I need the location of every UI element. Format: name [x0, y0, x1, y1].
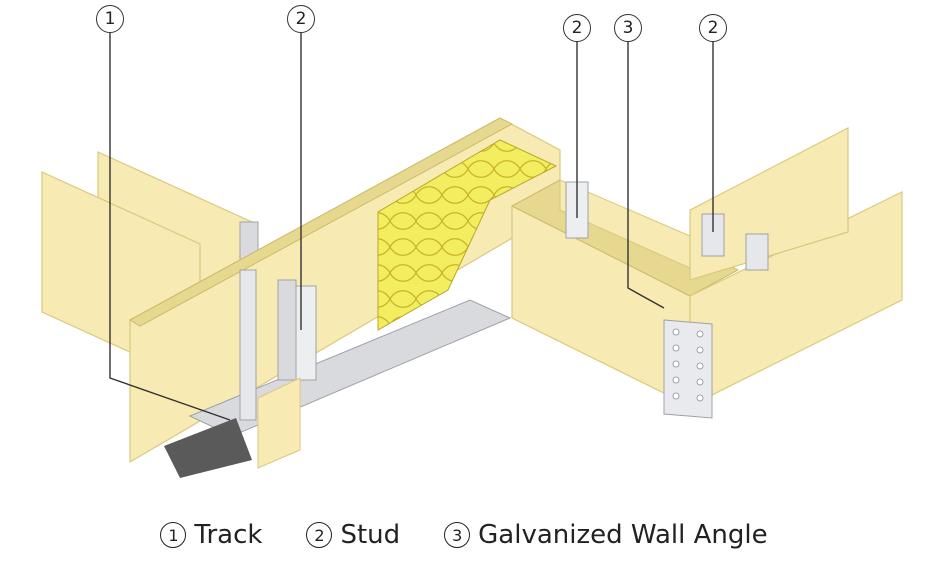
legend-number: 2: [306, 522, 333, 548]
front-lower-board: [257, 377, 301, 469]
legend-label: Galvanized Wall Angle: [478, 520, 768, 550]
legend-label: Stud: [340, 520, 401, 550]
legend-number: 3: [444, 522, 471, 548]
floor-patch: [164, 418, 252, 478]
stud-front-left-web: [277, 279, 297, 381]
wall-illustration: [41, 30, 903, 478]
legend-label: Track: [194, 520, 263, 550]
callout-stud-left-number: 2: [287, 5, 315, 33]
callout-stud-right-number: 2: [699, 14, 727, 42]
wall-angle: [663, 319, 713, 419]
callout-wall-angle-number: 3: [614, 14, 642, 42]
stud-front-left-flange: [295, 285, 317, 381]
insulation: [377, 139, 558, 331]
legend-item-track: 1 Track: [160, 520, 262, 550]
legend-number: 1: [160, 522, 187, 548]
callout-stud-middle-number: 2: [563, 14, 591, 42]
stud-front-left: [239, 269, 257, 421]
stud-right-2: [745, 233, 769, 271]
leader-lines: [109, 30, 714, 421]
legend-item-wall-angle: 3 Galvanized Wall Angle: [444, 520, 768, 550]
back-right-board: [689, 127, 849, 281]
wall-angle-holes: [672, 328, 704, 402]
callout-track-number: 1: [96, 5, 124, 33]
legend-item-stud: 2 Stud: [306, 520, 400, 550]
legend: 1 Track 2 Stud 3 Galvanized Wall Angle: [0, 513, 928, 557]
main-board-top-edge: [128, 117, 514, 327]
